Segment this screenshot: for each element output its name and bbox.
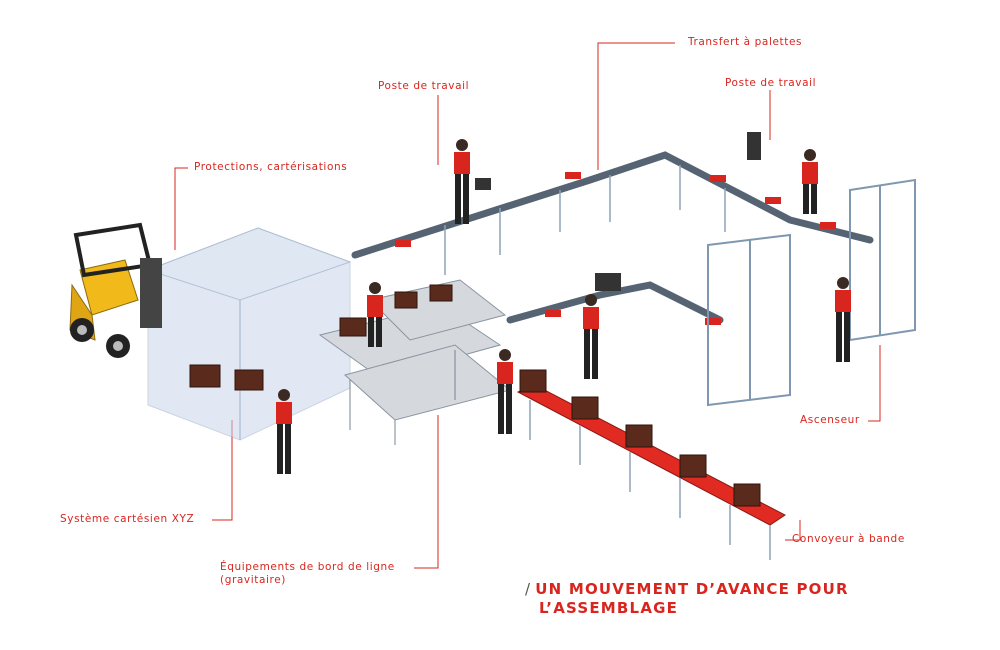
gravity-racks <box>318 279 512 421</box>
label-convoyeur: Convoyeur à bande <box>792 533 905 545</box>
belt-conveyor <box>516 369 786 560</box>
parts-boxes <box>189 284 453 391</box>
label-transfert-palettes: Transfert à palettes <box>688 36 803 48</box>
leader-convoyeur <box>785 520 801 541</box>
leader-equipements <box>414 415 439 569</box>
forklift <box>69 222 162 358</box>
operator <box>454 139 470 224</box>
label-poste-travail-2: Poste de travail <box>725 77 817 89</box>
caption-line1: UN MOUVEMENT D’AVANCE POUR <box>535 580 849 598</box>
label-equipements-line1: Équipements de bord de ligne <box>220 561 395 573</box>
operator <box>276 389 292 474</box>
operator <box>583 294 599 379</box>
pallets <box>395 172 836 325</box>
pallet-transfer-track <box>351 151 874 324</box>
label-ascenseur: Ascenseur <box>800 414 860 426</box>
operator <box>367 282 383 347</box>
label-poste-travail-1: Poste de travail <box>378 80 470 92</box>
track-legs <box>444 165 726 275</box>
label-protections: Protections, cartérisations <box>194 161 348 173</box>
operators <box>276 139 851 474</box>
callout-lines <box>174 42 881 569</box>
label-equipements: Équipements de bord de ligne (gravitaire… <box>220 561 395 587</box>
operator <box>497 349 513 434</box>
caption-line2: L’ASSEMBLAGE <box>539 599 679 617</box>
label-equipements-line2: (gravitaire) <box>220 574 286 586</box>
leader-transfert <box>597 42 675 170</box>
enclosure <box>146 227 352 441</box>
workstation-monitors <box>475 132 761 291</box>
leader-cartesien <box>212 420 233 521</box>
caption-slash: / <box>525 580 532 598</box>
operator <box>835 277 851 362</box>
label-systeme-cartesien: Système cartésien XYZ <box>60 513 195 525</box>
leader-ascenseur <box>868 345 881 422</box>
caption: /UN MOUVEMENT D’AVANCE POUR L’ASSEMBLAGE <box>525 580 849 618</box>
operator <box>802 149 818 214</box>
leader-protections <box>174 167 188 250</box>
